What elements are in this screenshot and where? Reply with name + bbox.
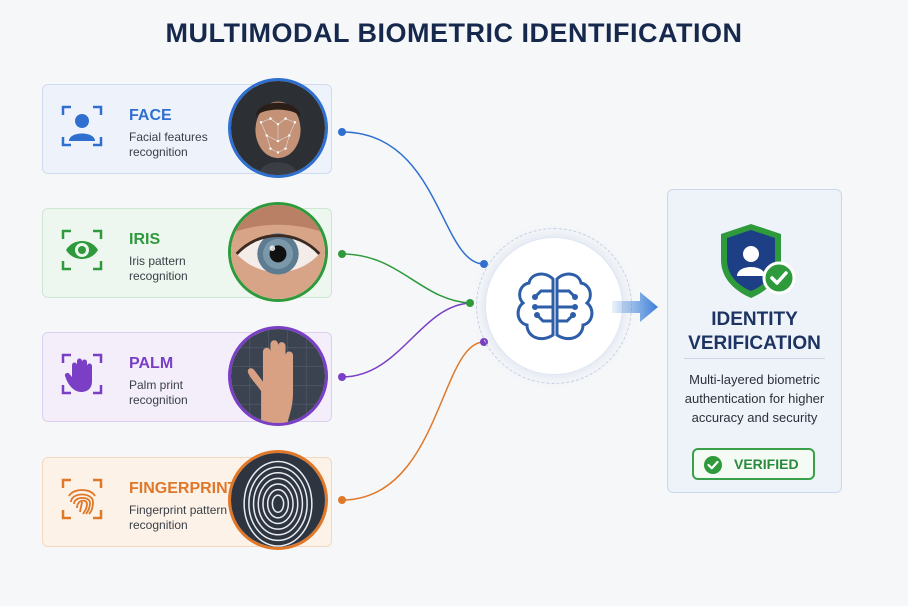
fingerprint-photo xyxy=(228,450,328,550)
result-description: Multi-layered biometric authentication f… xyxy=(684,372,825,425)
face-scan-icon xyxy=(57,101,107,151)
iris-photo xyxy=(228,202,328,302)
modality-desc-fingerprint: Fingerprint pattern recognition xyxy=(129,503,228,532)
face-photo xyxy=(228,78,328,178)
eye-icon xyxy=(57,225,107,275)
modality-name-palm: PALM xyxy=(129,355,174,372)
divider xyxy=(684,358,825,359)
ai-processor xyxy=(485,237,623,375)
modality-desc-face: Facial features recognition xyxy=(129,130,208,159)
arrow-right-icon xyxy=(612,292,658,322)
identity-verification-panel: IDENTITY VERIFICATION Multi-layered biom… xyxy=(667,189,842,493)
modality-name-fingerprint: FINGERPRINT xyxy=(129,480,238,497)
page-title: MULTIMODAL BIOMETRIC IDENTIFICATION xyxy=(165,18,743,48)
modality-desc-iris: Iris pattern recognition xyxy=(129,254,188,283)
palm-photo xyxy=(228,326,328,426)
modality-name-face: FACE xyxy=(129,107,172,124)
verified-badge: VERIFIED xyxy=(692,448,815,480)
check-circle-icon xyxy=(704,456,722,479)
verified-label: VERIFIED xyxy=(734,456,799,472)
palm-icon xyxy=(57,349,107,399)
fingerprint-icon xyxy=(57,474,107,524)
modality-desc-palm: Palm print recognition xyxy=(129,378,188,407)
result-title: IDENTITY VERIFICATION xyxy=(688,309,821,354)
modality-name-iris: IRIS xyxy=(129,231,161,248)
shield-user-check-icon xyxy=(715,220,801,309)
